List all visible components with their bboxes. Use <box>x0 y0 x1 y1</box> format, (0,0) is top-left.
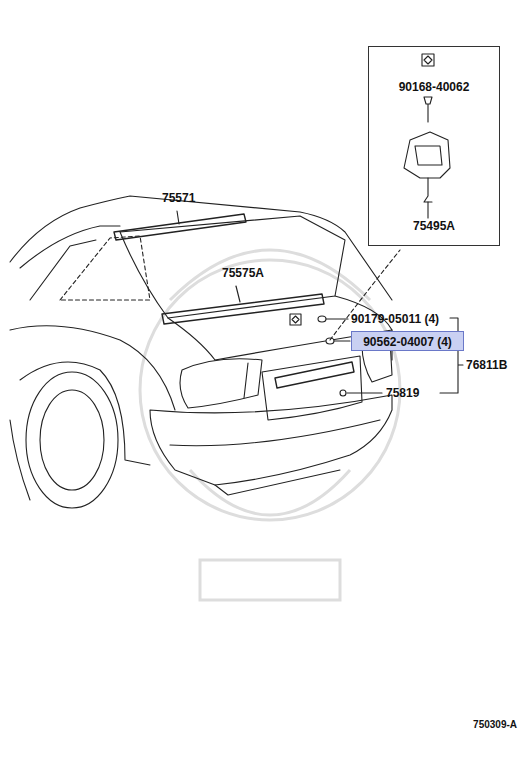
inset-box: 90168-40062 75495A <box>368 46 500 246</box>
callout-number: 75819 <box>386 386 419 400</box>
part-number: 90562-04007 (4) <box>363 335 452 349</box>
watermark <box>140 250 400 600</box>
callout-number: 90179-05011 (4) <box>351 312 439 326</box>
diagram-code: 750309-A <box>473 718 517 732</box>
part-number: 90168-40062 <box>399 80 470 94</box>
callout-number: 75571 <box>162 191 195 205</box>
part-number: 75495A <box>413 219 455 233</box>
callout-number: 76811B <box>466 358 507 372</box>
callout-number: 75575A <box>222 266 264 280</box>
highlight-box: 90562-04007 (4) <box>351 331 464 351</box>
